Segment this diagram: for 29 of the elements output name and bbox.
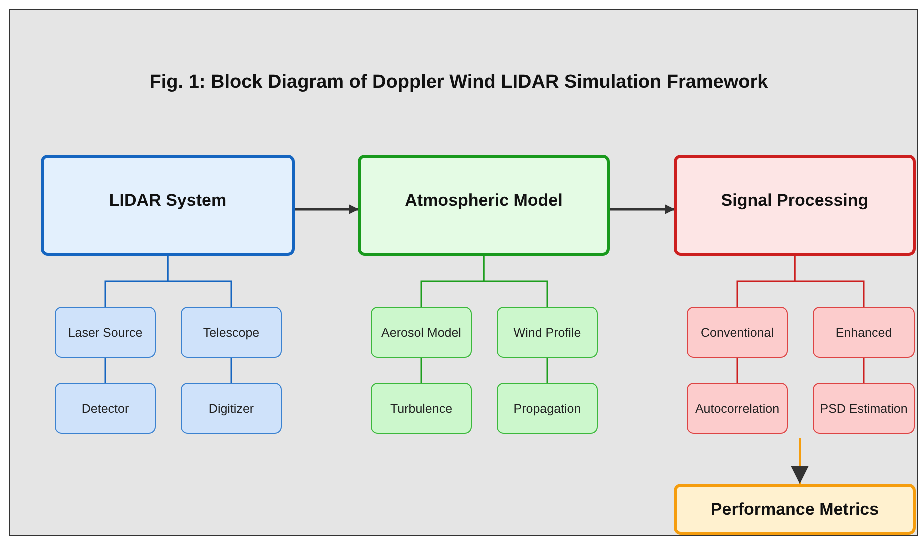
connector-line [420,358,422,383]
connector-line [863,358,865,383]
component-box: Propagation [497,383,598,434]
component-box: Wind Profile [497,307,598,358]
component-box: Autocorrelation [687,383,788,434]
process-box: Performance Metrics [674,484,916,535]
connector-line [794,256,865,307]
component-box: PSD Estimation [813,383,915,434]
component-box: Conventional [687,307,788,358]
diagram-title: Fig. 1: Block Diagram of Doppler Wind LIDAR Simulation Framework [148,72,770,94]
connector-line [736,358,738,383]
connector-line [230,358,232,383]
arrow [610,204,675,214]
component-box: Digitizer [181,383,282,434]
component-box: Telescope [181,307,282,358]
component-box: Laser Source [55,307,156,358]
component-box: Detector [55,383,156,434]
connector-line [483,256,548,307]
connector-line [167,256,232,307]
arrow [791,438,809,484]
connector-line [546,358,548,383]
component-box: Turbulence [371,383,472,434]
component-box: Enhanced [813,307,915,358]
arrow [295,204,359,214]
component-box: Aerosol Model [371,307,472,358]
process-box: Atmospheric Model [358,155,610,256]
connector-line [104,358,106,383]
process-box: LIDAR System [41,155,295,256]
process-box: Signal Processing [674,155,916,256]
